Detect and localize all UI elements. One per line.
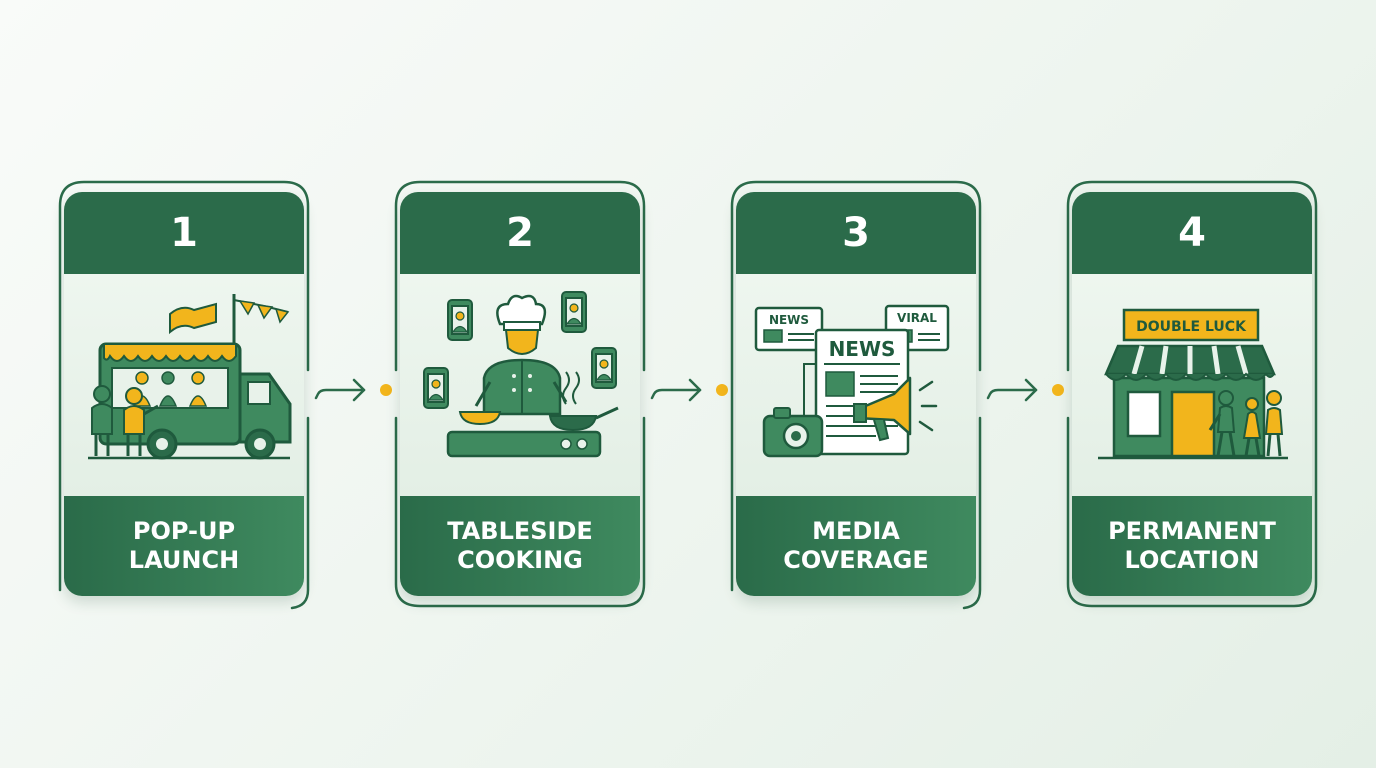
chef-cooking-icon xyxy=(400,274,640,496)
step-label-band: TABLESIDE COOKING xyxy=(400,496,640,596)
step-card-2: 2 xyxy=(388,178,652,610)
phone-icon xyxy=(423,367,449,409)
step-label: POP-UP LAUNCH xyxy=(128,517,240,574)
card-frame xyxy=(1066,180,1318,608)
connector-dot xyxy=(1052,384,1064,396)
storefront-icon: DOUBLE LUCK xyxy=(1072,274,1312,496)
news-small-text: NEWS xyxy=(769,313,809,327)
step-number: 4 xyxy=(1072,192,1312,274)
news-big-text: NEWS xyxy=(829,337,896,361)
step-label-band: POP-UP LAUNCH xyxy=(64,496,304,596)
megaphone-icon xyxy=(853,376,938,442)
step-label-band: MEDIA COVERAGE xyxy=(736,496,976,596)
food-truck-icon xyxy=(64,274,304,496)
connector-dot xyxy=(380,384,392,396)
phone-icon xyxy=(591,347,617,389)
camera-icon xyxy=(762,407,824,458)
phone-icon xyxy=(561,291,587,333)
step-number: 1 xyxy=(64,192,304,274)
phone-icon xyxy=(447,299,473,341)
viral-text: VIRAL xyxy=(897,311,937,325)
card-frame xyxy=(394,180,646,608)
step-label-band: PERMANENT LOCATION xyxy=(1072,496,1312,596)
news-card-icon: NEWS xyxy=(754,306,824,352)
step-card-body: 3 NEWS VIRAL xyxy=(736,192,976,596)
arrow-connector-2 xyxy=(650,378,728,402)
arrow-connector-1 xyxy=(314,378,392,402)
arrow-connector-3 xyxy=(986,378,1064,402)
connector-dot xyxy=(716,384,728,396)
step-card-body: 1 xyxy=(64,192,304,596)
step-label: MEDIA COVERAGE xyxy=(783,517,929,574)
card-frame xyxy=(730,180,982,610)
store-sign-text: DOUBLE LUCK xyxy=(1136,319,1247,335)
step-number: 2 xyxy=(400,192,640,274)
media-coverage-icon: NEWS VIRAL NEWS xyxy=(736,274,976,496)
step-label: TABLESIDE COOKING xyxy=(447,517,593,574)
step-card-body: 4 DOUBLE LUCK xyxy=(1072,192,1312,596)
card-frame xyxy=(58,180,310,610)
step-number: 3 xyxy=(736,192,976,274)
step-card-1: 1 xyxy=(52,178,316,610)
step-card-4: 4 DOUBLE LUCK xyxy=(1060,178,1324,610)
step-label: PERMANENT LOCATION xyxy=(1108,517,1276,574)
step-card-3: 3 NEWS VIRAL xyxy=(724,178,988,610)
step-card-body: 2 xyxy=(400,192,640,596)
